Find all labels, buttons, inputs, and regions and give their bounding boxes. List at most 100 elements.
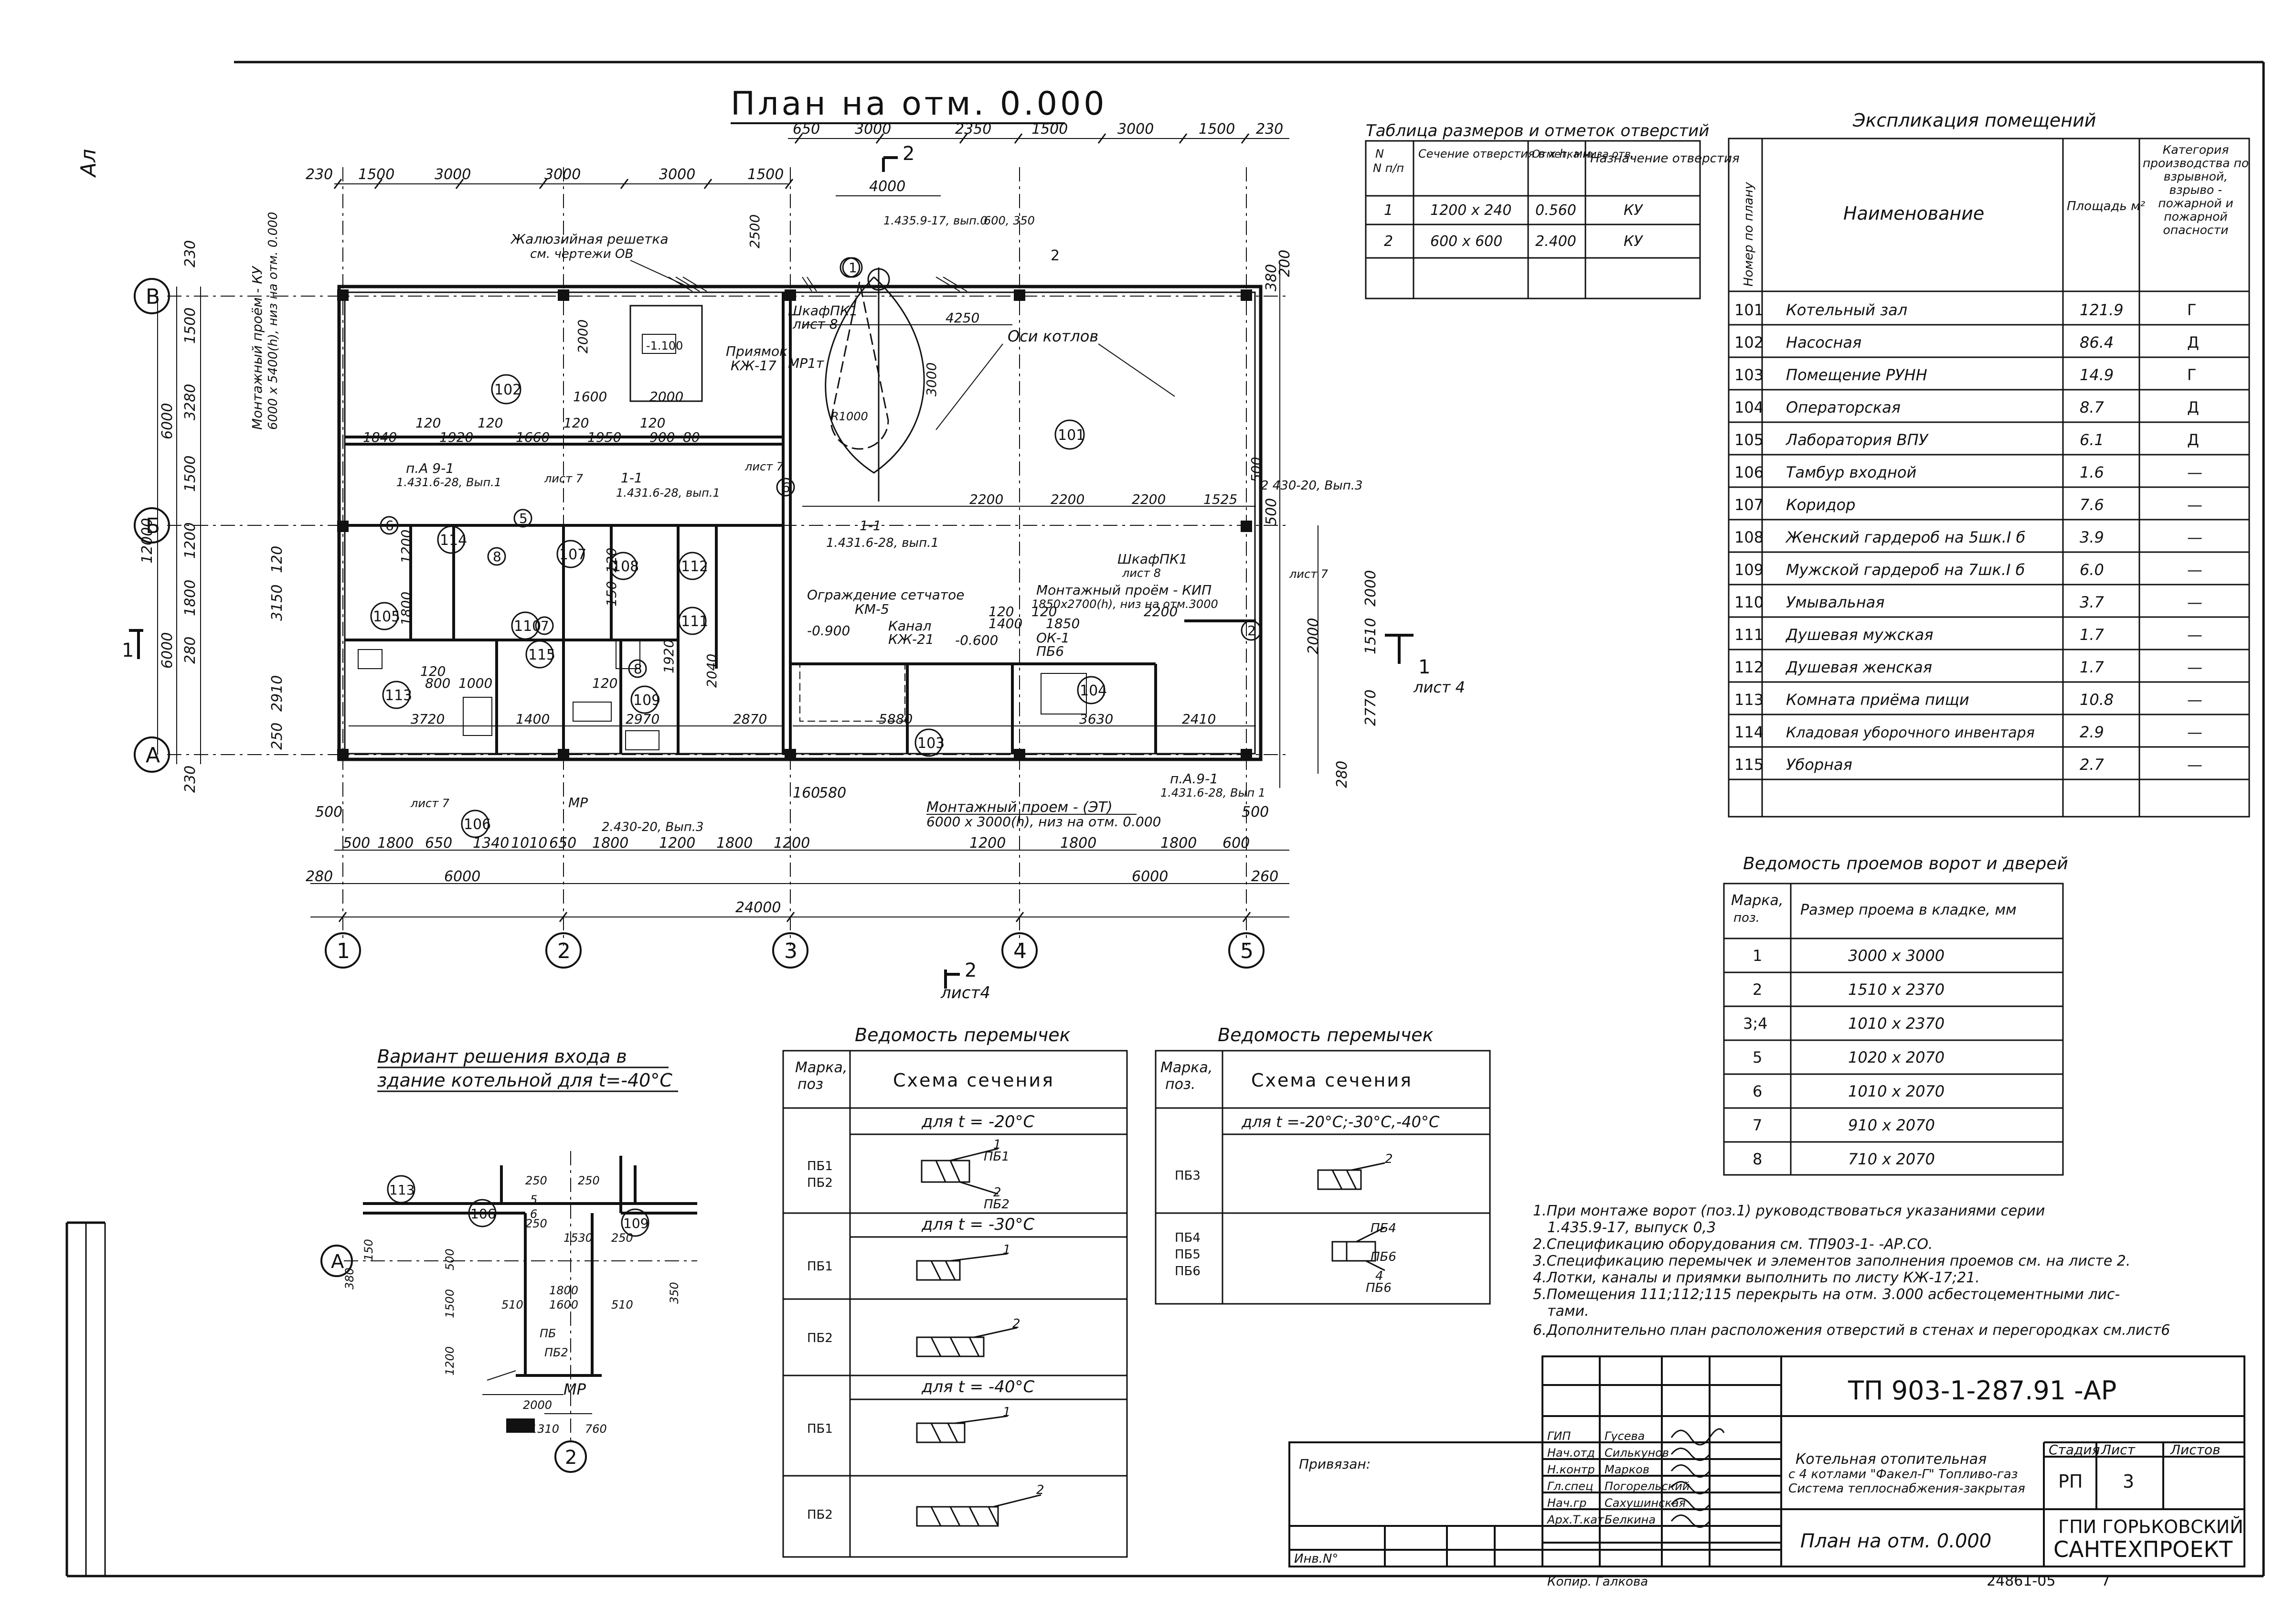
- svg-text:105: 105: [373, 608, 400, 625]
- svg-text:250: 250: [611, 1231, 633, 1245]
- svg-text:ПБ2: ПБ2: [544, 1346, 568, 1359]
- svg-text:2410: 2410: [1182, 711, 1216, 727]
- svg-text:280: 280: [182, 637, 199, 664]
- svg-text:6000: 6000: [444, 868, 480, 885]
- svg-text:1200: 1200: [659, 835, 695, 852]
- svg-text:Назначение отверстия: Назначение отверстия: [1590, 151, 1740, 166]
- svg-text:350: 350: [668, 1282, 681, 1304]
- svg-text:6.Дополнительно план расположе: 6.Дополнительно план расположения отверс…: [1533, 1322, 2170, 1339]
- lintels-right: Ведомость перемычек Марка, поз. Схема се…: [1155, 1024, 1491, 1305]
- svg-text:1525: 1525: [1203, 491, 1237, 507]
- svg-text:1800: 1800: [1060, 835, 1096, 852]
- svg-text:900: 900: [649, 429, 675, 445]
- room-114: 114: [437, 525, 467, 554]
- variant-room-109: 109: [621, 1208, 649, 1237]
- svg-text:1010: 1010: [511, 835, 547, 852]
- title-block: ТП 903-1-287.91 -АР Котельная отопительн…: [1288, 1355, 2245, 1589]
- svg-text:Нач.отд: Нач.отд: [1547, 1446, 1595, 1460]
- svg-text:лист 7: лист 7: [1289, 567, 1329, 581]
- svg-text:6000: 6000: [159, 403, 176, 439]
- svg-text:380: 380: [343, 1268, 356, 1290]
- svg-text:ПБ2: ПБ2: [807, 1331, 833, 1345]
- svg-text:111: 111: [681, 613, 708, 630]
- svg-text:Г: Г: [2187, 366, 2197, 384]
- svg-text:1.6: 1.6: [2080, 463, 2104, 481]
- room-103: 103: [914, 728, 945, 757]
- svg-text:101: 101: [1058, 427, 1085, 444]
- svg-text:500: 500: [343, 835, 370, 852]
- svg-text:1.435.9-17, вып.0: 1.435.9-17, вып.0: [883, 214, 988, 227]
- svg-text:Приямок: Приямок: [726, 343, 787, 359]
- svg-text:1510 х 2370: 1510 х 2370: [1848, 981, 1945, 999]
- svg-text:Н.контр: Н.контр: [1547, 1463, 1595, 1476]
- svg-text:8: 8: [1753, 1150, 1762, 1168]
- variant-axis-a: А: [320, 1245, 353, 1277]
- svg-text:для t = -30°С: для t = -30°С: [921, 1215, 1034, 1234]
- svg-text:1840: 1840: [363, 429, 397, 445]
- svg-text:План на отм. 0.000: План на отм. 0.000: [1800, 1530, 1991, 1552]
- svg-text:—: —: [2187, 723, 2202, 741]
- svg-text:500: 500: [315, 804, 342, 821]
- openings-table: Таблица размеров и отметок отверстий N N…: [1365, 121, 1740, 299]
- svg-text:115: 115: [1734, 756, 1764, 774]
- room-108: 108: [609, 552, 639, 580]
- svg-text:для t = -20°С: для t = -20°С: [921, 1112, 1034, 1131]
- svg-text:500: 500: [1248, 457, 1264, 482]
- svg-text:Погорельский: Погорельский: [1605, 1480, 1690, 1493]
- variant-title-2: здание котельной для t=-40°С: [377, 1070, 672, 1091]
- svg-text:280: 280: [1334, 761, 1350, 788]
- svg-text:108: 108: [1734, 528, 1764, 546]
- svg-text:2: 2: [1247, 623, 1256, 639]
- svg-text:6.1: 6.1: [2080, 431, 2104, 449]
- svg-text:510: 510: [611, 1298, 633, 1311]
- svg-text:см. чертежи ОВ: см. чертежи ОВ: [530, 247, 633, 261]
- svg-text:1: 1: [993, 1138, 1001, 1152]
- svg-text:5: 5: [1240, 939, 1254, 963]
- door-marks: 1 2 5 6 6 7 8 8: [380, 257, 1262, 678]
- svg-text:—: —: [2187, 691, 2202, 709]
- room-102: 102: [491, 374, 521, 405]
- svg-text:250: 250: [269, 723, 286, 750]
- svg-text:2910: 2910: [269, 675, 286, 712]
- montazh-ku-label: Монтажный проём - КУ: [249, 266, 265, 430]
- svg-text:7: 7: [541, 618, 549, 634]
- svg-text:4250: 4250: [946, 310, 979, 326]
- svg-text:ШкафПК1: ШкафПК1: [1117, 551, 1188, 567]
- svg-text:6000: 6000: [159, 632, 176, 669]
- svg-text:лист 7: лист 7: [544, 472, 584, 485]
- svg-text:1310: 1310: [530, 1422, 559, 1436]
- svg-text:1500: 1500: [1199, 121, 1235, 138]
- svg-text:1850: 1850: [1046, 616, 1080, 631]
- axis-v: В: [134, 278, 170, 314]
- svg-text:Гусева: Гусева: [1605, 1429, 1645, 1443]
- svg-text:2: 2: [1385, 1152, 1393, 1166]
- lintels-left: Ведомость перемычек Марка, поз Схема сеч…: [782, 1024, 1128, 1558]
- svg-text:Отметка низа отв.: Отметка низа отв.: [1532, 149, 1634, 160]
- svg-text:112: 112: [1734, 658, 1764, 676]
- svg-text:ПБ6: ПБ6: [1175, 1264, 1201, 1279]
- svg-text:МР: МР: [568, 795, 588, 810]
- axis-2: 2: [545, 932, 582, 969]
- category-header: Категория производства по взрывной, взры…: [2142, 143, 2249, 237]
- svg-text:Схема сечения: Схема сечения: [893, 1070, 1054, 1091]
- svg-text:200: 200: [1276, 250, 1293, 277]
- stamp-code: ТП 903-1-287.91 -АР: [1848, 1375, 2116, 1406]
- svg-text:1.431.6-28, Вып.1: 1.431.6-28, Вып.1: [396, 476, 501, 489]
- svg-text:2200: 2200: [1132, 491, 1166, 507]
- svg-text:1.435.9-17, выпуск 0,3: 1.435.9-17, выпуск 0,3: [1547, 1219, 1716, 1236]
- svg-text:лист 8: лист 8: [1122, 566, 1161, 580]
- svg-text:Кладовая уборочного инвентаря: Кладовая уборочного инвентаря: [1786, 725, 2035, 741]
- svg-text:R1000: R1000: [831, 410, 868, 423]
- svg-text:1.431.6-28, вып.1: 1.431.6-28, вып.1: [826, 536, 939, 550]
- room-109: 109: [630, 685, 660, 714]
- svg-text:120: 120: [563, 415, 589, 431]
- svg-text:4: 4: [1375, 1269, 1383, 1283]
- svg-text:3;4: 3;4: [1743, 1014, 1768, 1033]
- svg-text:п.А.9-1: п.А.9-1: [1170, 771, 1218, 787]
- svg-text:2 430-20, Вып.3: 2 430-20, Вып.3: [1261, 479, 1363, 493]
- svg-text:для t =-20°С;-30°С,-40°С: для t =-20°С;-30°С,-40°С: [1241, 1113, 1440, 1131]
- svg-text:3: 3: [2123, 1471, 2134, 1492]
- svg-text:2: 2: [1753, 981, 1762, 999]
- svg-text:1: 1: [337, 939, 350, 963]
- svg-text:ШкафПК1: ШкафПК1: [788, 303, 858, 319]
